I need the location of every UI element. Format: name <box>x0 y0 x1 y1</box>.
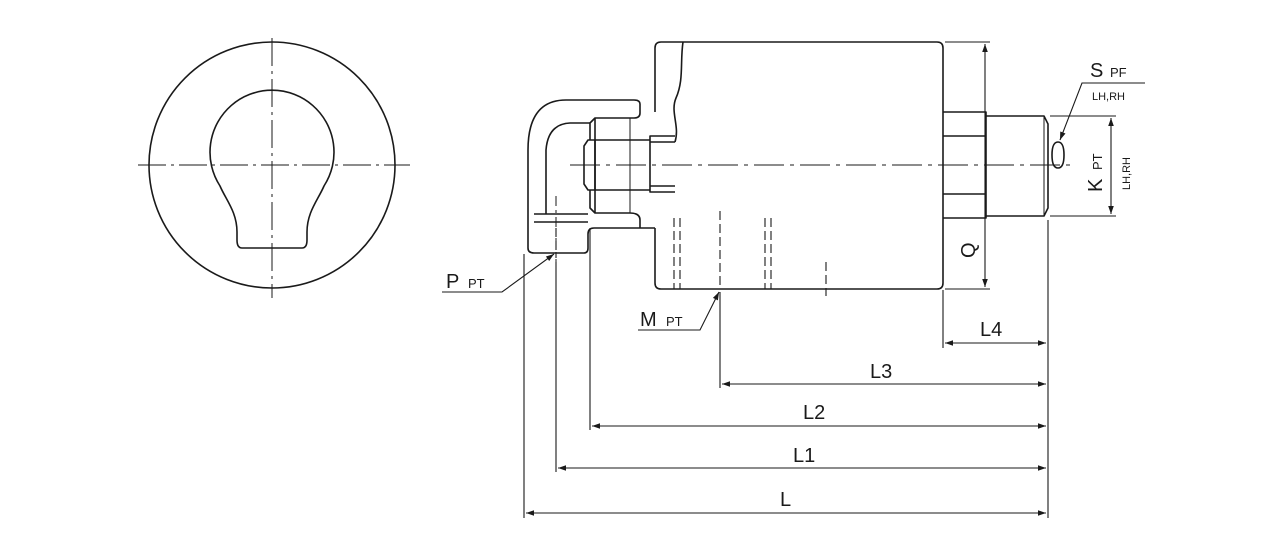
elbow-inner-arc <box>545 122 590 214</box>
inner-shaft <box>649 135 675 193</box>
end-view <box>138 38 410 298</box>
dim-label-l2: L2 <box>803 402 825 424</box>
hidden-lines <box>555 211 827 296</box>
elbow-fitting <box>527 99 655 254</box>
label-m: M <box>640 309 657 331</box>
dim-label-l: L <box>780 489 791 511</box>
label-k: K <box>1085 178 1107 192</box>
leader-m <box>638 291 720 331</box>
outlet-thread <box>986 115 1049 217</box>
labels: P PT M PT S PF LH,RH K PT LH,RH Q L4 L3 … <box>446 60 1133 511</box>
label-q: Q <box>958 242 980 258</box>
label-p-sub: PT <box>468 276 485 291</box>
label-s: S <box>1090 60 1103 82</box>
end-view-keyhole-outline <box>209 89 335 249</box>
side-view <box>527 41 1065 296</box>
dim-label-l4: L4 <box>980 319 1002 341</box>
label-k-sub: PT <box>1090 153 1105 170</box>
leader-s <box>1059 82 1145 141</box>
label-p: P <box>446 271 459 293</box>
dimension-lines <box>442 41 1145 518</box>
label-s-sub: PF <box>1110 65 1127 80</box>
label-s-thread: LH,RH <box>1092 91 1125 103</box>
dim-label-l3: L3 <box>870 361 892 383</box>
leader-p <box>442 253 555 293</box>
end-view-centerlines <box>138 38 410 298</box>
break-line <box>673 41 684 143</box>
outlet-tube-end <box>1051 141 1065 169</box>
label-k-thread: LH,RH <box>1121 157 1133 190</box>
label-m-sub: PT <box>666 314 683 329</box>
dim-label-l1: L1 <box>793 445 815 467</box>
